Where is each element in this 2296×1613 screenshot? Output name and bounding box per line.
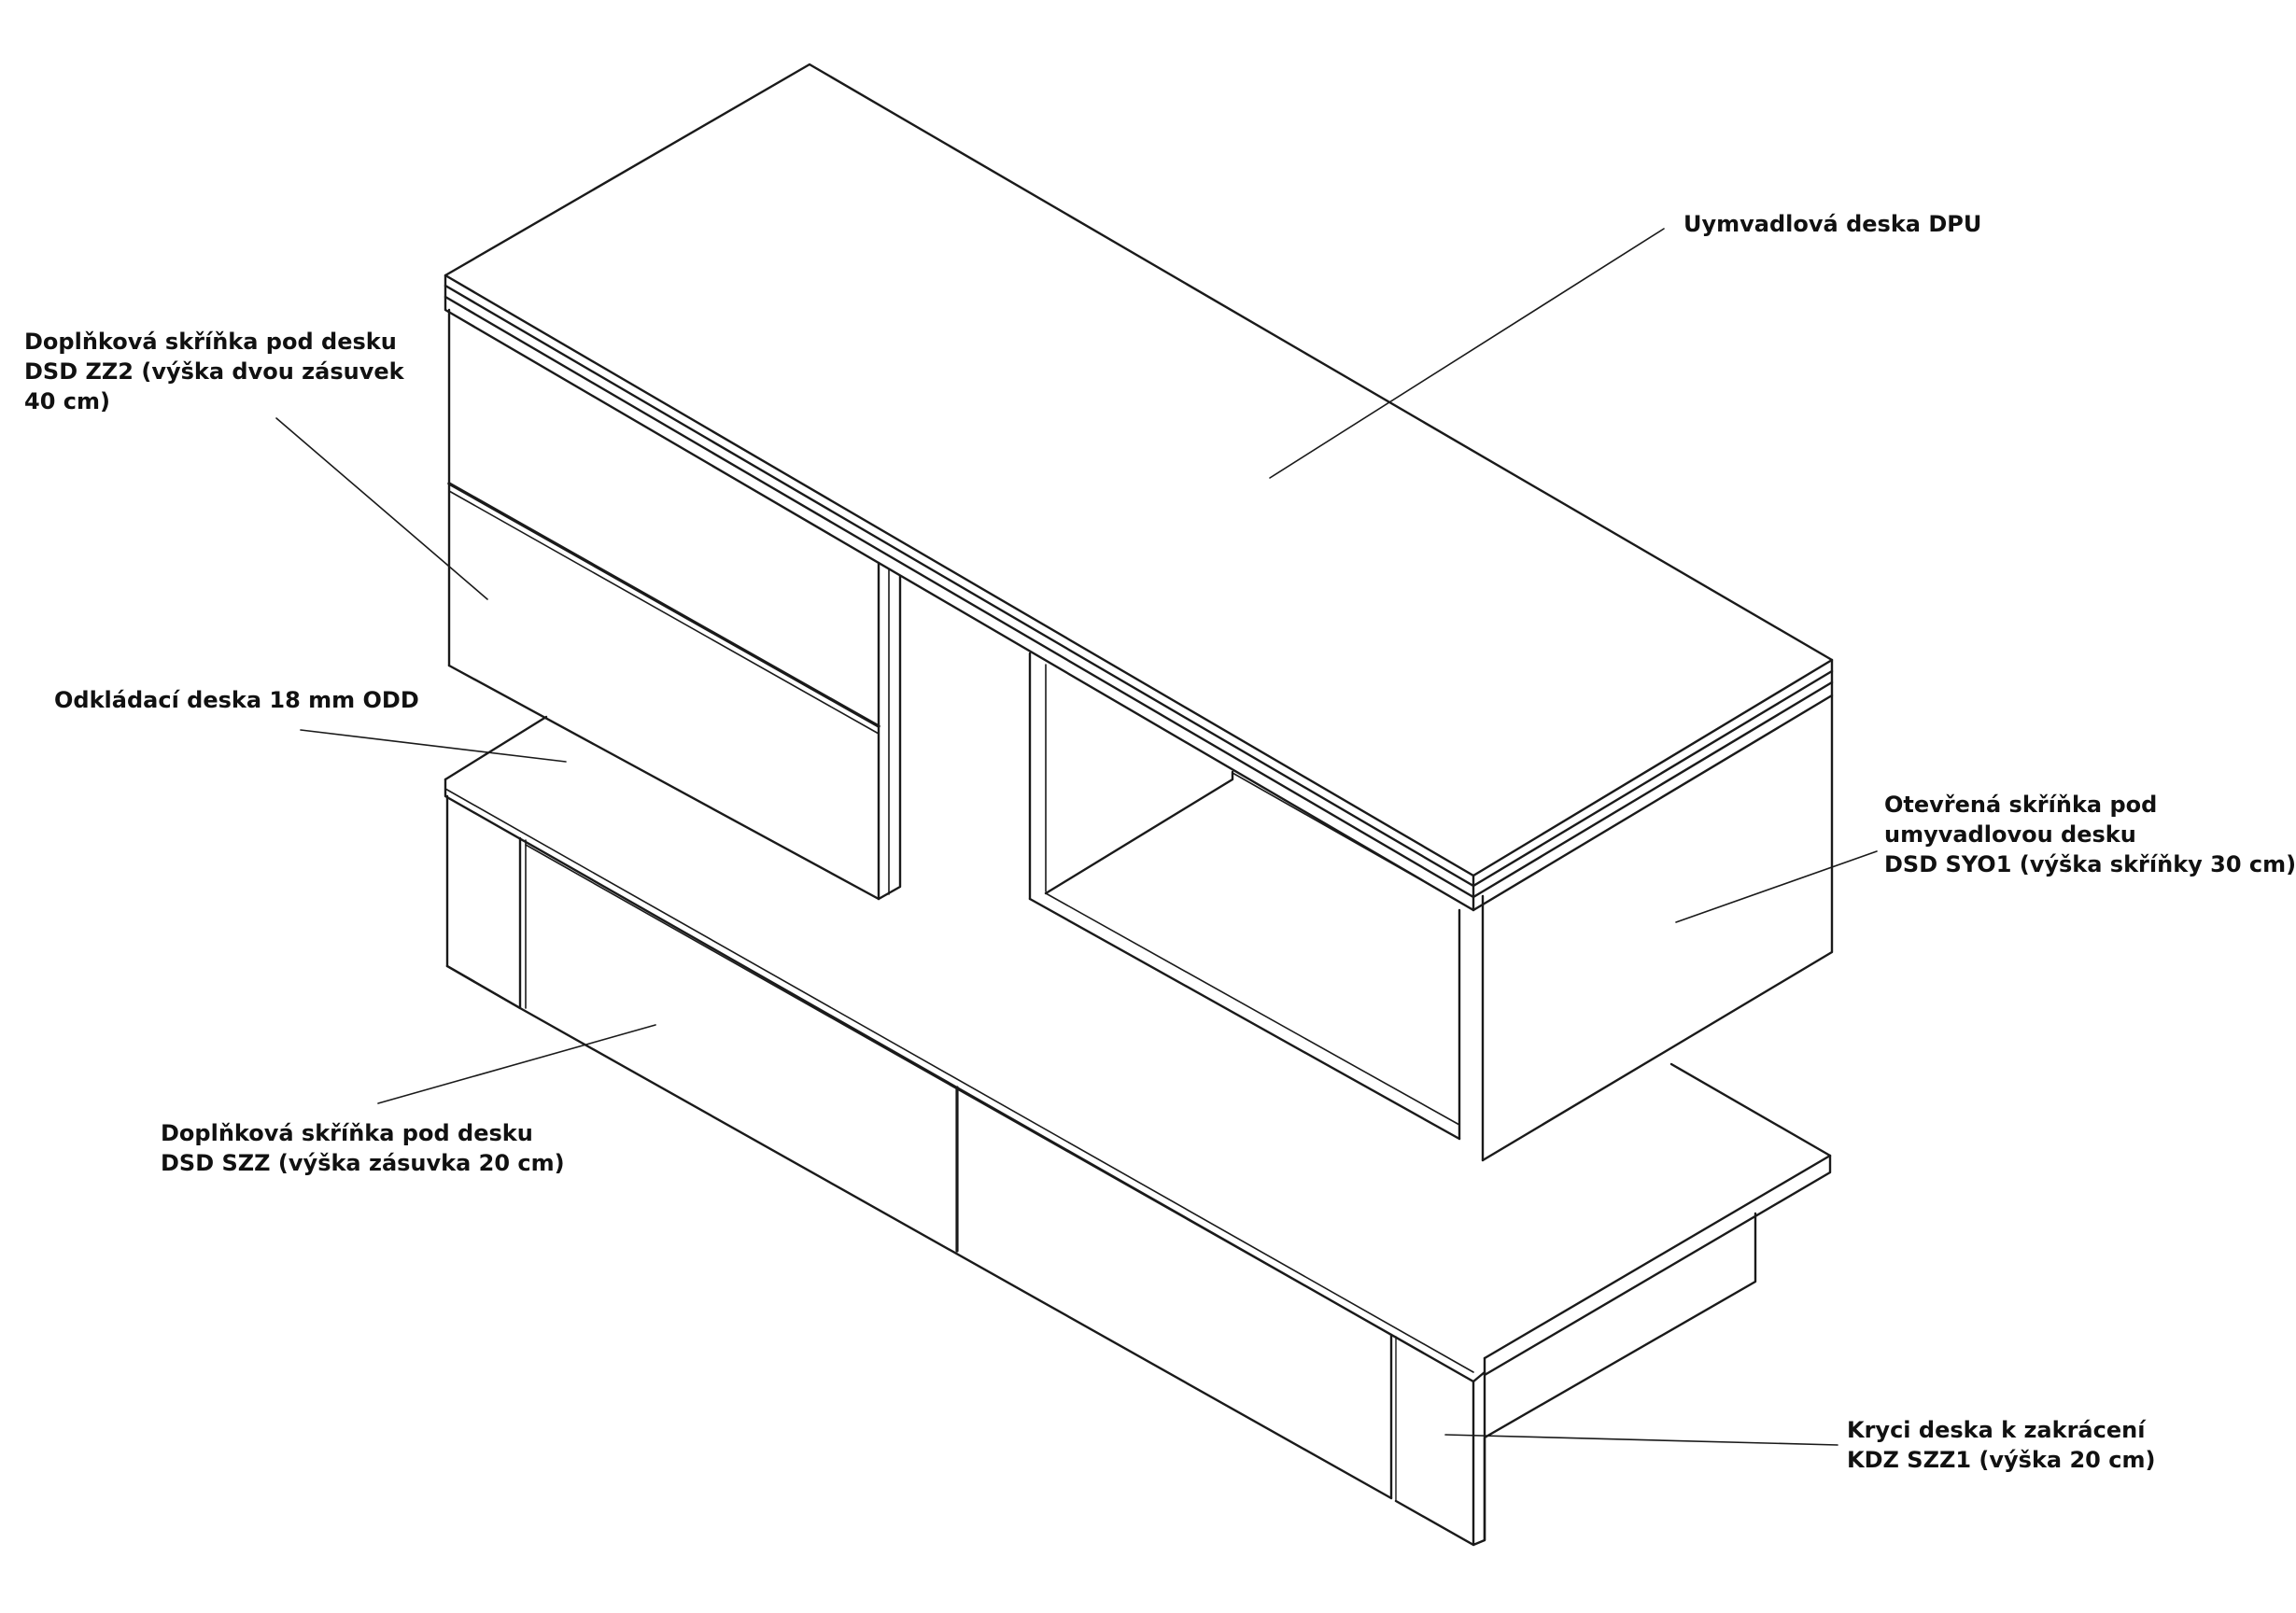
dpu-edge-stripe-3 [1472, 669, 1834, 888]
leader-odd [300, 729, 567, 763]
dpu-top-face [444, 63, 1834, 877]
label-syo1-open-cabinet: Otevřená skříňka pod umyvadlovou desku D… [1884, 790, 2296, 879]
label-line: Odkládací deska 18 mm ODD [54, 687, 419, 713]
dpu-edge-right [1472, 658, 1834, 912]
kdz-bottom [1394, 1499, 1475, 1547]
odd-right-edge [1483, 1154, 1832, 1377]
leader-szz [377, 1024, 656, 1104]
leader-kdz [1444, 1434, 1838, 1446]
label-line: 40 cm) [24, 388, 110, 414]
label-line: umyvadlovou desku [1884, 821, 2136, 848]
odd-top-face [444, 715, 1832, 1360]
syo1-base [1481, 694, 1834, 1162]
label-odd-shelf-board: Odkládací deska 18 mm ODD [54, 685, 419, 715]
label-line: Otevřená skříňka pod [1884, 792, 2158, 818]
zz2-drawer-split-2 [448, 490, 880, 735]
label-szz-drawer-cabinet: Doplňková skříňka pod desku DSD SZZ (výš… [161, 1118, 565, 1178]
label-line: DSD SZZ (výška zásuvka 20 cm) [161, 1150, 565, 1176]
odd-front-edge [444, 778, 1486, 1383]
leader-syo1 [1675, 850, 1878, 923]
zz2-drawer-split [447, 482, 880, 728]
kdz-right-side [1483, 1212, 1757, 1542]
syo1-inner-shelf [1045, 892, 1460, 1126]
dpu-edge-stripe-4 [1472, 680, 1834, 899]
label-line: DSD SYO1 (výška skříňky 30 cm) [1884, 851, 2296, 877]
label-zz2-two-drawer-cabinet: Doplňková skříňka pod desku DSD ZZ2 (výš… [24, 327, 404, 416]
zz2-side-bottom [877, 574, 902, 901]
label-kdz-cover-board: Kryci deska k zakrácení KDZ SZZ1 (výška … [1847, 1415, 2155, 1475]
leader-zz2 [275, 417, 488, 600]
zz2-bottom-edge [447, 664, 880, 901]
syo1-inner-back-top [1044, 770, 1234, 895]
szz-bottom-edge [518, 1006, 1393, 1500]
dpu-edge-stripe-2 [444, 295, 1475, 899]
dpu-edge-stripe-1 [444, 284, 1475, 888]
syo1-bottom-front [1028, 897, 1461, 1141]
label-line: Doplňková skříňka pod desku [24, 329, 397, 355]
szz-side-panel [445, 836, 522, 1010]
odd-front-stripe [444, 788, 1474, 1373]
szz-left-bottom [445, 964, 522, 1010]
kdz-front-panel [1472, 1372, 1486, 1547]
label-line: KDZ SZZ1 (výška 20 cm) [1847, 1447, 2156, 1473]
label-line: Uymvadlová deska DPU [1683, 211, 1982, 237]
syo1-inner-back-edge [1232, 772, 1460, 903]
szz-drawer-top [525, 844, 1392, 1336]
label-line: Doplňková skříňka pod desku [161, 1120, 533, 1146]
label-line: DSD ZZ2 (výška dvou zásuvek [24, 358, 404, 385]
dpu-edge-front [444, 274, 1475, 912]
leader-dpu [1269, 228, 1665, 479]
label-line: Kryci deska k zakrácení [1847, 1417, 2146, 1443]
label-dpu-washbasin-top: Uymvadlová deska DPU [1683, 209, 1981, 239]
